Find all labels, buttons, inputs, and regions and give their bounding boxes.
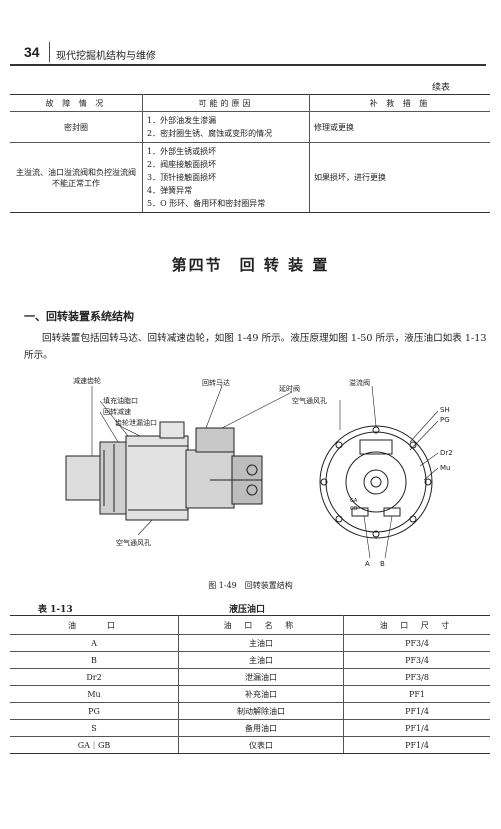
fault-cell: 主溢流、油口溢流阀和负控溢流阀不能正常工作 <box>10 142 143 213</box>
table-row: B 主油口 PF3/4 <box>10 651 490 669</box>
port-table-header-cell: 油 口 <box>10 615 179 635</box>
label-swing-motor: 回转马达 <box>202 378 230 387</box>
label-relief-valve: 溢流阀 <box>349 378 370 387</box>
fault-table-header: 故 障 情 况 可能的原因 补 救 措 施 <box>10 94 490 112</box>
table-row: S 备用油口 PF1/4 <box>10 719 490 737</box>
port-name-cell: 主油口 <box>178 634 344 652</box>
figure-caption: 图 1-49 回转装置结构 <box>208 581 293 590</box>
label-sh: SH <box>440 406 450 414</box>
continued-label: 续表 <box>432 83 451 93</box>
port-cell: A <box>10 634 179 652</box>
port-size-cell: PF1/4 <box>343 719 490 737</box>
port-name-cell: 补充油口 <box>178 685 344 703</box>
subsection-title: 一、回转装置系统结构 <box>24 310 134 323</box>
book-title: 现代挖掘机结构与维修 <box>56 51 156 62</box>
port-name-cell: 主油口 <box>178 651 344 669</box>
table-row: A 主油口 PF3/4 <box>10 634 490 652</box>
label-air-vent-right: 空气通风孔 <box>292 396 327 405</box>
port-cell: GA｜GB <box>10 736 179 754</box>
label-pg: PG <box>440 416 450 424</box>
label-gb: GB <box>350 506 358 512</box>
causes-cell: 1．外部生锈或损坏 2．阀座接触面损坏 3．顶针接触面损坏 4．弹簧异常 5．O… <box>142 142 310 213</box>
swing-device-figure: 减速齿轮 填充油脂口 回转减速 齿轮泄漏油口 回转马达 延时阀 溢流阀 空气通风… <box>65 376 453 568</box>
label-delay-valve: 延时阀 <box>279 384 300 393</box>
table-row: Mu 补充油口 PF1 <box>10 685 490 703</box>
port-name-cell: 仪表口 <box>178 736 344 754</box>
fault-table-header-cell: 补 救 措 施 <box>309 94 490 112</box>
table-label: 表 1-13 <box>38 605 73 615</box>
page-number: 34 <box>24 44 40 60</box>
cause-item: 1．外部生锈或损坏 <box>147 147 217 156</box>
label-ga: GA <box>350 498 358 504</box>
port-cell: S <box>10 719 179 737</box>
label-dr2: Dr2 <box>440 449 453 457</box>
table-row: 主溢流、油口溢流阀和负控溢流阀不能正常工作 1．外部生锈或损坏 2．阀座接触面损… <box>10 142 490 213</box>
section-title: 第四节 回 转 装 置 <box>171 256 330 274</box>
port-cell: Dr2 <box>10 668 179 686</box>
port-cell: B <box>10 651 179 669</box>
swing-device-end-view <box>319 425 433 539</box>
table-row: GA｜GB 仪表口 PF1/4 <box>10 736 490 754</box>
port-size-cell: PF1/4 <box>343 736 490 754</box>
port-size-cell: PF1/4 <box>343 702 490 720</box>
swing-device-side-view <box>65 421 263 521</box>
table-title: 液压油口 <box>229 605 266 615</box>
header-rule <box>10 64 486 66</box>
causes-cell: 1．外部油发生渗漏 2．密封圈生锈、腐蚀或变形的情况 <box>142 111 310 143</box>
table-row: Dr2 泄漏油口 PF3/8 <box>10 668 490 686</box>
port-size-cell: PF3/4 <box>343 651 490 669</box>
port-size-cell: PF3/8 <box>343 668 490 686</box>
port-name-cell: 制动解除油口 <box>178 702 344 720</box>
label-reducer-gear: 减速齿轮 <box>73 376 101 385</box>
cause-item: 4．弹簧异常 <box>147 186 193 195</box>
cause-item: 3．顶针接触面损坏 <box>147 173 217 182</box>
fault-table-header-cell: 故 障 情 况 <box>10 94 143 112</box>
cause-item: 2．阀座接触面损坏 <box>147 160 217 169</box>
remedy-cell: 修理或更换 <box>309 111 490 143</box>
table-row: PG 制动解除油口 PF1/4 <box>10 702 490 720</box>
port-size-cell: PF3/4 <box>343 634 490 652</box>
table-row: 密封圈 1．外部油发生渗漏 2．密封圈生锈、腐蚀或变形的情况 修理或更换 <box>10 111 490 143</box>
fault-table: 故 障 情 况 可能的原因 补 救 措 施 密封圈 1．外部油发生渗漏 2．密封… <box>10 94 490 213</box>
cause-item: 2．密封圈生锈、腐蚀或变形的情况 <box>147 129 273 138</box>
label-air-vent-bottom: 空气通风孔 <box>116 538 151 547</box>
port-cell: Mu <box>10 685 179 703</box>
label-mu: Mu <box>440 464 450 472</box>
port-name-cell: 备用油口 <box>178 719 344 737</box>
port-table-header: 油 口 油 口 名 称 油 口 尺 寸 <box>10 615 490 635</box>
header-divider <box>49 42 50 62</box>
label-gear-drain: 齿轮泄漏油口 <box>115 418 157 427</box>
remedy-cell: 如果损坏，进行更换 <box>309 142 490 213</box>
port-cell: PG <box>10 702 179 720</box>
label-fill-port: 填充油脂口 <box>103 396 138 405</box>
port-name-cell: 泄漏油口 <box>178 668 344 686</box>
cause-item: 1．外部油发生渗漏 <box>147 116 217 125</box>
fault-table-header-cell: 可能的原因 <box>142 94 310 112</box>
label-swing-reducer: 回转减速 <box>103 407 131 416</box>
label-port-b: B <box>380 560 385 568</box>
label-port-a: A <box>365 560 370 568</box>
fault-cell: 密封圈 <box>10 111 143 143</box>
port-table: 油 口 油 口 名 称 油 口 尺 寸 A 主油口 PF3/4 B 主油口 PF… <box>10 615 490 754</box>
body-paragraph: 回转装置包括回转马达、回转减速齿轮，如图 1-49 所示。液压原理如图 1-50… <box>24 333 487 361</box>
port-table-header-cell: 油 口 名 称 <box>178 615 344 635</box>
cause-item: 5．O 形环、备用环和密封圈异常 <box>147 199 266 208</box>
port-size-cell: PF1 <box>343 685 490 703</box>
port-table-header-cell: 油 口 尺 寸 <box>343 615 490 635</box>
